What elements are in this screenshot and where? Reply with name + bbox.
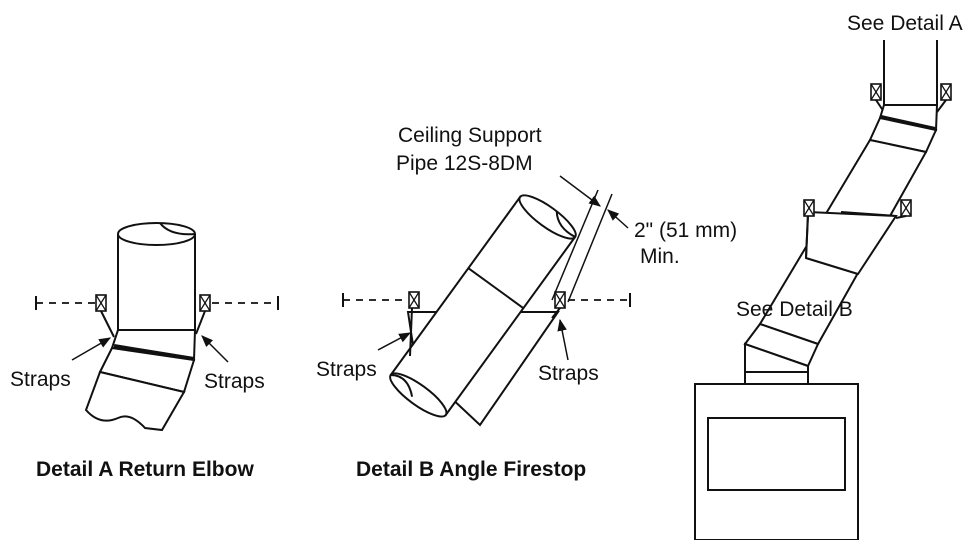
ceiling-support-label-1: Ceiling Support (398, 124, 542, 147)
clearance-label-1: 2" (51 mm) (634, 219, 737, 242)
ceiling-support-label-2: Pipe 12S-8DM (396, 152, 533, 175)
straps-label-right: Straps (204, 370, 265, 393)
clearance-label-2: Min. (640, 245, 680, 268)
strap-line-left (100, 310, 115, 338)
leader-straps-right (201, 335, 229, 363)
clearance-line-inner (551, 189, 599, 301)
detail-a-return-elbow: Straps Straps Detail A Return Elbow (10, 222, 279, 481)
strap-right (554, 291, 566, 309)
appliance-collar (744, 371, 809, 385)
top-vertical-pipe (883, 40, 938, 106)
angled-pipe (389, 194, 577, 418)
straps-label-left: Straps (316, 358, 377, 381)
strap-mid-left (803, 199, 815, 217)
strap-line-left (409, 307, 413, 357)
see-detail-b-label: See Detail B (736, 298, 853, 321)
strap-line-right (195, 310, 206, 335)
appliance-window (707, 417, 846, 491)
leader-straps-right (557, 318, 569, 361)
strap-line-right (551, 307, 561, 319)
detail-b-caption: Detail B Angle Firestop (356, 458, 586, 481)
strap-top-right (940, 83, 952, 101)
leader-straps-left (71, 337, 112, 361)
strap-left (408, 291, 420, 309)
detail-a-caption: Detail A Return Elbow (36, 458, 254, 481)
strap-mid-right (900, 199, 912, 217)
strap-left (95, 294, 107, 312)
vertical-pipe (117, 234, 196, 331)
clearance-line-outer (567, 193, 613, 303)
leader-straps-left (377, 332, 412, 351)
strap-line (805, 215, 809, 259)
detail-b-angle-firestop: Ceiling Support Pipe 12S-8DM 2" (51 mm) … (316, 124, 737, 481)
strap-line (895, 215, 907, 219)
lower-pipe (84, 370, 186, 432)
straps-label-left: Straps (10, 368, 71, 391)
see-detail-a-label: See Detail A (847, 12, 963, 35)
leader-ceiling-support (559, 175, 601, 207)
elbow-seam (113, 344, 195, 361)
straps-label-right: Straps (538, 362, 599, 385)
leader-clearance (607, 209, 629, 229)
vent-assembly: See Detail A See Detail B (694, 12, 963, 540)
strap-line (936, 99, 947, 113)
strap-top-left (870, 83, 882, 101)
strap-right (199, 294, 211, 312)
pipe-break-line (159, 222, 196, 236)
